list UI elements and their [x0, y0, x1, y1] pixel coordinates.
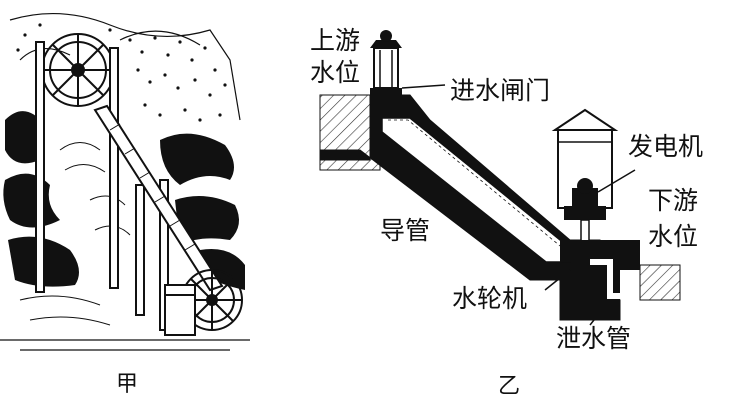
hydropower-diagram: 上游 水位 进水闸门 发电机 下游 水位 导管 水轮机 泄水管 乙	[270, 0, 734, 402]
inlet-gate-tower	[370, 30, 402, 118]
caption-right: 乙	[498, 374, 521, 399]
turbine-housing	[560, 240, 640, 300]
water-wheel-illustration: 甲	[0, 0, 255, 402]
inlet-gate-leader	[401, 84, 446, 89]
label-downstream-1: 下游	[648, 186, 699, 215]
generator	[564, 178, 606, 220]
upper-wheel	[41, 33, 115, 107]
mill-house	[164, 284, 196, 336]
turbine-leader	[544, 269, 571, 291]
hydropower-cross-section	[319, 30, 681, 326]
water-wheel-drawing	[0, 12, 250, 351]
label-upstream-1: 上游	[310, 26, 361, 55]
draft-tube-leader	[589, 299, 611, 326]
label-downstream-2: 水位	[648, 222, 699, 251]
label-inlet-gate: 进水闸门	[450, 76, 551, 105]
label-draft-tube: 泄水管	[556, 324, 632, 353]
label-turbine: 水轮机	[452, 284, 528, 313]
downstream-water	[639, 264, 681, 301]
caption-left: 甲	[116, 372, 139, 397]
generator-leader	[597, 169, 636, 193]
label-generator: 发电机	[628, 132, 704, 161]
label-upstream-2: 水位	[310, 58, 361, 87]
label-penstock: 导管	[380, 216, 431, 245]
